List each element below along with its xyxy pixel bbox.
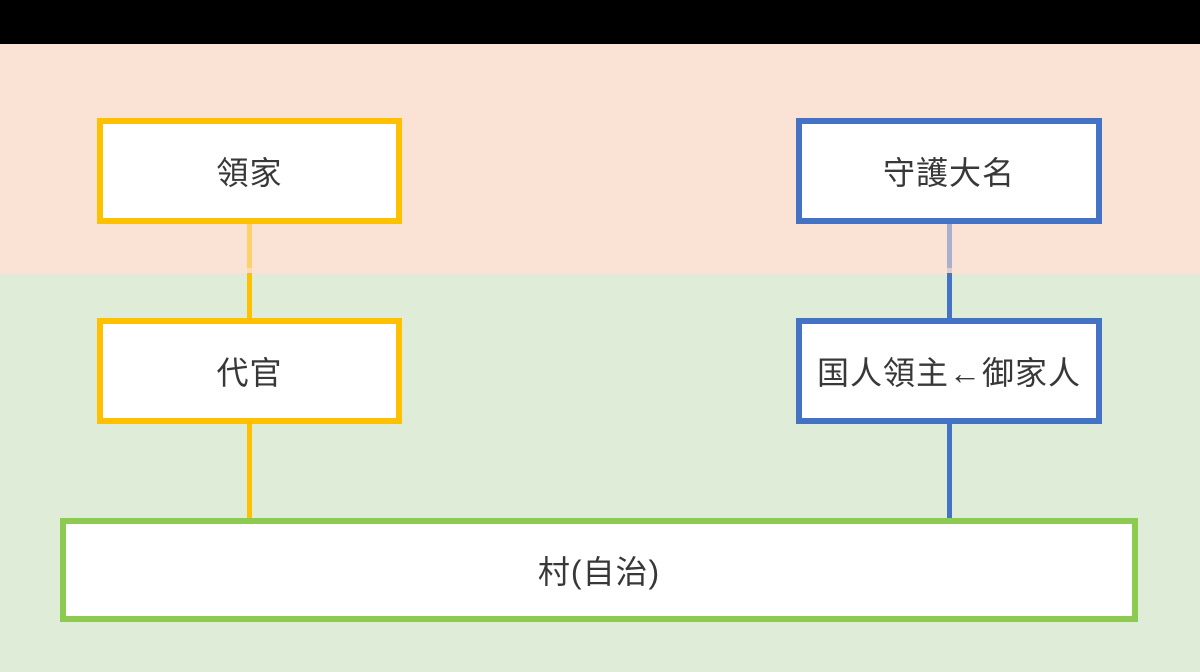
box-daikan: 代官 — [97, 318, 402, 424]
connector-ryoke-daikan-faded-segment — [247, 224, 252, 268]
connector-shugo-kokujin-solid-segment — [947, 273, 952, 318]
connector-shugo-kokujin-faded-segment — [947, 224, 952, 268]
box-daikan-label: 代官 — [216, 355, 283, 391]
box-kokujin-ryoshu-label: 国人領主←御家人 — [816, 355, 1081, 391]
box-ryoke-label: 領家 — [216, 155, 283, 191]
box-shugo-daimyo-label: 守護大名 — [882, 155, 1015, 191]
box-kokujin-ryoshu: 国人領主←御家人 — [796, 318, 1102, 424]
connector-ryoke-daikan-solid-segment — [247, 273, 252, 318]
box-ryoke: 領家 — [97, 118, 402, 224]
box-shugo-daimyo: 守護大名 — [796, 118, 1102, 224]
connector-ryoke-daikan-notch-segment — [247, 268, 252, 273]
box-mura-jichi-label: 村(自治) — [537, 554, 661, 590]
connector-shugo-kokujin-notch-segment — [947, 268, 952, 273]
connector-daikan-mura — [247, 424, 252, 518]
letterbox-top — [0, 0, 1200, 44]
box-mura-jichi: 村(自治) — [60, 518, 1138, 622]
connector-kokujin-mura — [947, 424, 952, 518]
